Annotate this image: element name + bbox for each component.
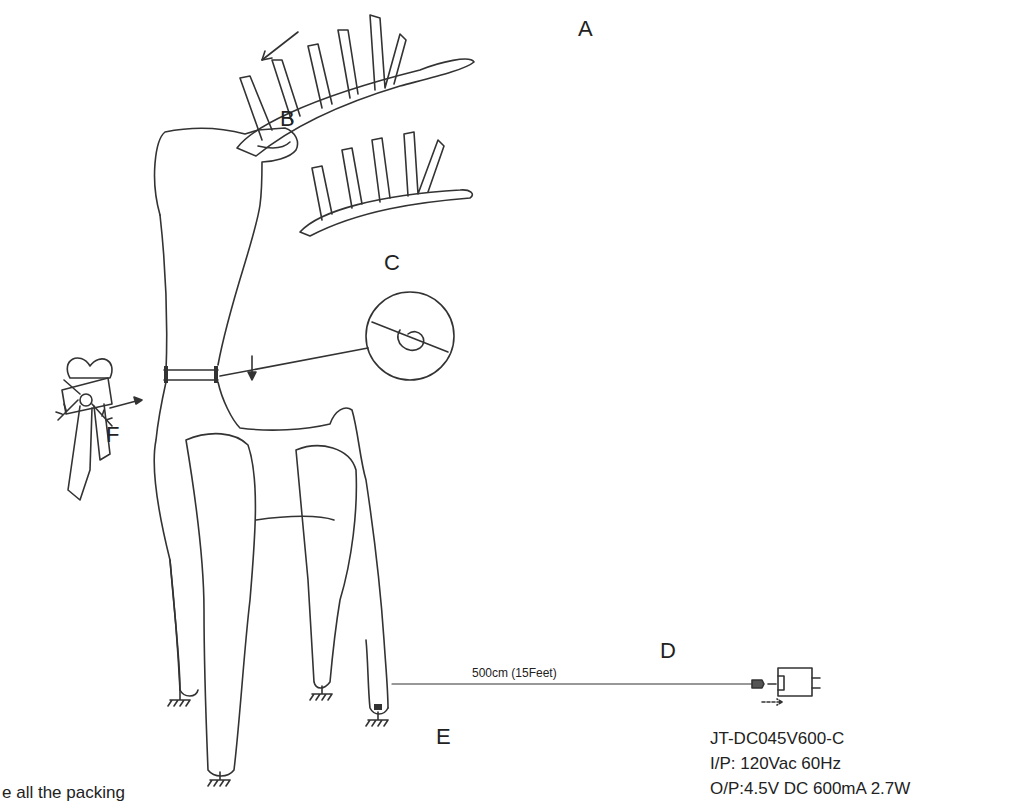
direction-arrow [762, 699, 782, 705]
bow-sprig [56, 380, 112, 426]
output-rating: O/P:4.5V DC 600mA 2.7W [710, 780, 910, 797]
bow-ribbon [68, 404, 110, 500]
part-letter: B [280, 108, 295, 130]
ground-stake [168, 690, 190, 706]
reindeer-ear [258, 142, 290, 148]
part-letter: C [384, 252, 400, 274]
arrow-head [248, 372, 256, 380]
adapter-pins [778, 676, 820, 690]
belly [256, 516, 334, 520]
power-adapter [778, 668, 812, 696]
part-letter: A [578, 18, 593, 40]
ground-stake [310, 686, 332, 700]
antler-tines [312, 132, 444, 220]
bow [67, 358, 112, 378]
model-number: JT-DC045V600-C [710, 730, 844, 747]
leader-line [220, 348, 368, 376]
detail-circle [366, 292, 454, 380]
direction-arrow [262, 32, 298, 60]
hind-leg [296, 446, 356, 688]
cord-plug [752, 680, 764, 688]
part-letter: D [660, 640, 676, 662]
front-leg [154, 382, 180, 690]
antler-tines [240, 15, 406, 140]
front-leg [186, 434, 255, 776]
cord-length: 500cm (15Feet) [470, 667, 559, 679]
ground-stake [208, 772, 230, 786]
part-letter: F [106, 424, 119, 446]
reindeer-head [155, 128, 298, 365]
power-cord [392, 683, 752, 684]
input-rating: I/P: 120Vac 60Hz [710, 755, 841, 772]
note-text: e all the packing [2, 784, 125, 801]
ground-stake [366, 712, 388, 726]
detail-clip [372, 322, 448, 352]
antler [300, 190, 472, 236]
front-leg [170, 560, 198, 696]
plug-gap [768, 683, 776, 685]
hind-leg [366, 640, 388, 714]
collar [164, 370, 218, 380]
reindeer-neck [160, 215, 167, 372]
bow-knot [80, 394, 92, 406]
arrow-head [262, 51, 272, 60]
arrow-head [134, 397, 142, 404]
part-letter: E [436, 726, 451, 748]
